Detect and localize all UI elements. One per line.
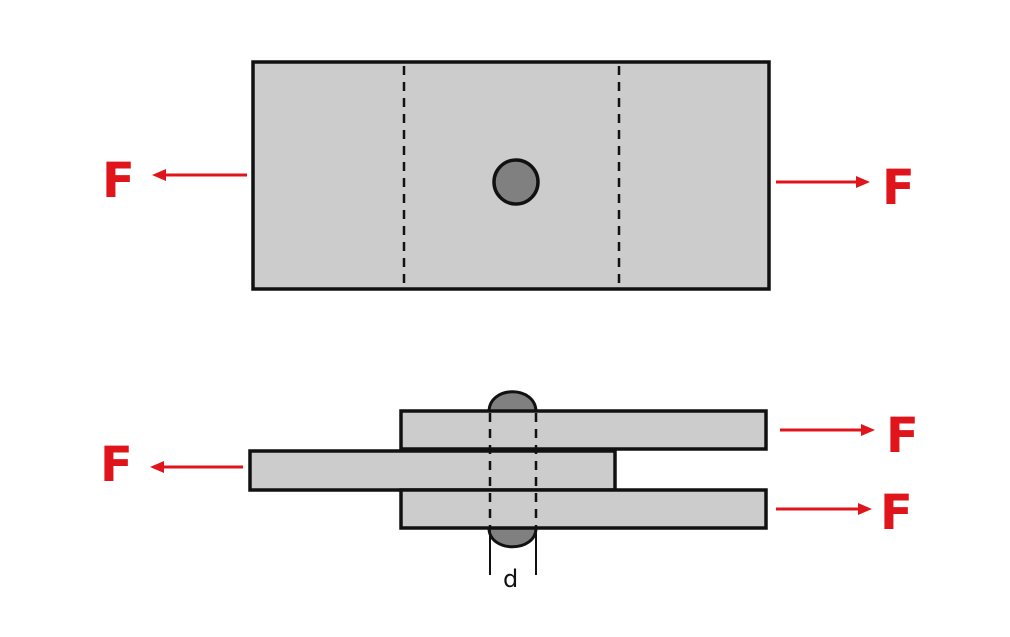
diameter-label: d	[503, 565, 518, 593]
side-view: d F F F	[100, 390, 919, 593]
force-arrow-right-side-bottom	[776, 503, 872, 515]
force-arrow-left-side	[150, 461, 243, 473]
force-label-left-side: F	[100, 437, 133, 493]
rivet-head-bottom	[487, 526, 538, 549]
force-arrow-left-top	[152, 169, 247, 181]
top-outer-plate	[399, 409, 768, 451]
force-label-right-side-bottom: F	[880, 485, 913, 541]
force-arrow-right-side-top	[780, 424, 875, 436]
force-label-right-side-top: F	[886, 408, 919, 464]
force-label-left-top: F	[102, 153, 135, 209]
force-arrow-right-top	[776, 176, 870, 188]
bottom-outer-plate	[399, 488, 768, 530]
force-label-right-top: F	[882, 160, 915, 216]
rivet-top-view	[492, 158, 540, 206]
middle-plate	[248, 449, 617, 492]
top-view: F F	[102, 60, 915, 291]
rivet-head-top	[487, 390, 538, 414]
